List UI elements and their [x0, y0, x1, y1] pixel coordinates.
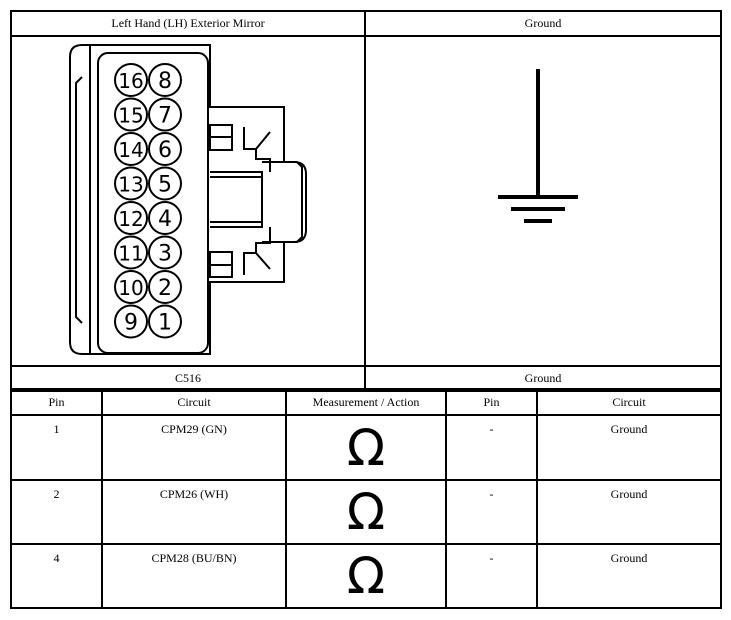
ground-icon: [498, 69, 578, 223]
pin-circle: [114, 235, 148, 270]
pin-circle: [148, 63, 182, 97]
pin-cell: 1: [10, 414, 103, 481]
pin-label: 14: [118, 138, 143, 162]
table-row: 4 CPM28 (BU/BN) Ω - Ground: [10, 543, 722, 609]
col-header-circuit: Circuit: [101, 388, 287, 416]
circuit2-cell: Ground: [536, 414, 722, 481]
pin-circle: [114, 63, 148, 97]
pin-circle: [148, 235, 182, 270]
table-row: 1 CPM29 (GN) Ω - Ground: [10, 414, 722, 481]
diagram-frame: Left Hand (LH) Exterior Mirror Ground: [10, 10, 722, 610]
pin-label: 9: [124, 311, 138, 336]
pin-circle: [114, 201, 148, 235]
pin-label: 7: [158, 104, 172, 129]
pin-circle: [148, 97, 182, 132]
pin-cell: 2: [10, 479, 103, 545]
pin2-cell: -: [445, 414, 538, 481]
circuit-cell: CPM28 (BU/BN): [101, 543, 287, 609]
circuit2-cell: Ground: [536, 479, 722, 545]
col-header-pin-2: Pin: [445, 388, 538, 416]
circuit-cell: CPM29 (GN): [101, 414, 287, 481]
table-row: 2 CPM26 (WH) Ω - Ground: [10, 479, 722, 545]
ohm-icon: Ω: [285, 414, 447, 481]
pin-label: 13: [118, 173, 143, 197]
connector-diagram: 16 15 14 13 12 11 10 9 8 7 6 5 4 3 2 1: [69, 44, 307, 355]
pin-circle: [148, 201, 182, 235]
pin-label: 5: [158, 173, 172, 198]
connector-title: Left Hand (LH) Exterior Mirror: [10, 10, 366, 37]
pin-label: 10: [118, 276, 143, 300]
pin-label: 2: [158, 276, 172, 301]
pin-circle: [114, 270, 148, 304]
pin-circle: [114, 304, 148, 339]
pin-label: 1: [158, 311, 172, 336]
col-header-measurement: Measurement / Action: [285, 388, 447, 416]
pin-label: 16: [118, 69, 143, 93]
pin-label: 12: [118, 207, 143, 231]
pin-label: 4: [158, 207, 172, 232]
pin-circle: [148, 132, 182, 166]
pin-cell: 4: [10, 543, 103, 609]
pin-label: 6: [158, 138, 172, 163]
ohm-icon: Ω: [285, 543, 447, 609]
table-header-row: Pin Circuit Measurement / Action Pin Cir…: [10, 388, 722, 416]
col-header-pin: Pin: [10, 388, 103, 416]
pin-circle: [114, 97, 148, 132]
pin-grid: 16 15 14 13 12 11 10 9 8 7 6 5 4 3 2 1: [114, 63, 182, 339]
pin-circle: [148, 304, 182, 339]
circuit-cell: CPM26 (WH): [101, 479, 287, 545]
circuit2-cell: Ground: [536, 543, 722, 609]
ground-title: Ground: [364, 10, 722, 37]
ground-drawing-cell: [364, 35, 722, 367]
pin2-cell: -: [445, 479, 538, 545]
pin-label: 15: [118, 104, 143, 128]
connector-table: Left Hand (LH) Exterior Mirror Ground: [10, 10, 722, 392]
col-header-circuit-2: Circuit: [536, 388, 722, 416]
pin-circle: [148, 166, 182, 201]
pin-label: 11: [118, 242, 143, 266]
pin-circle: [114, 166, 148, 201]
pin-circle: [148, 270, 182, 304]
pin-label: 3: [158, 242, 172, 267]
connector-drawing-cell: 16 15 14 13 12 11 10 9 8 7 6 5 4 3 2 1: [10, 35, 366, 367]
measurement-table: Pin Circuit Measurement / Action Pin Cir…: [10, 388, 722, 609]
pin2-cell: -: [445, 543, 538, 609]
pin-circle: [114, 132, 148, 166]
pin-label: 8: [158, 69, 172, 94]
ohm-icon: Ω: [285, 479, 447, 545]
